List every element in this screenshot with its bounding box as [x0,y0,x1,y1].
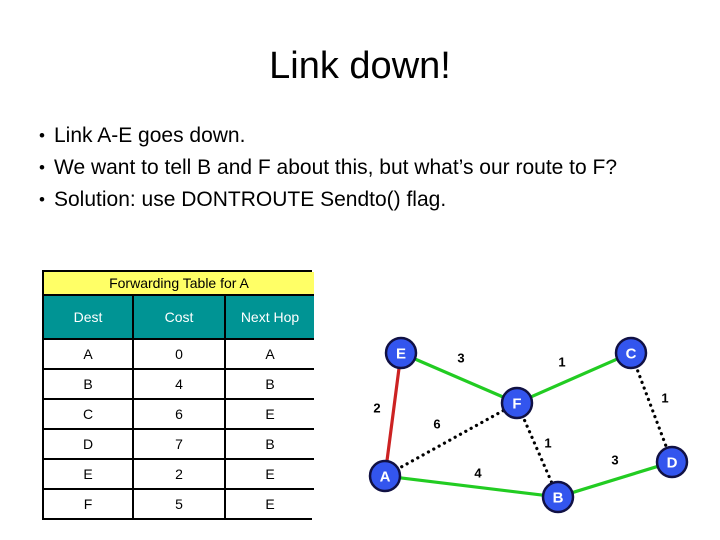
cell-cost: 2 [132,458,226,490]
graph-nodes-layer: E C F D A B [368,336,689,514]
table-row: C 6 E [44,398,314,430]
graph-node-c[interactable]: C [614,336,648,370]
table-row: D 7 B [44,428,314,460]
bullet-text-2: We want to tell B and F about this, but … [54,156,618,179]
cell-dest: F [44,488,134,518]
cell-next-hop: B [224,368,314,400]
cell-cost: 0 [132,338,226,370]
graph-edge-b-d [568,464,662,495]
node-circle-e [384,336,418,370]
cell-cost: 5 [132,488,226,518]
graph-edge-e-f [411,356,507,400]
node-circle-c [614,336,648,370]
graph-edge-a-f [394,407,508,472]
edge-weight-e-f: 3 [457,351,464,366]
node-label-d: D [667,455,678,472]
table-header-row: Dest Cost Next Hop [44,296,314,340]
node-circle-a [368,459,402,493]
node-circle-b [541,480,575,514]
table-row: F 5 E [44,488,314,518]
table-row: B 4 B [44,368,314,400]
edge-weight-a-f: 6 [433,417,440,432]
cell-cost: 7 [132,428,226,460]
cell-next-hop: A [224,338,314,370]
cell-cost: 6 [132,398,226,430]
node-label-a: A [380,469,391,486]
table-row: A 0 A [44,338,314,370]
edge-weight-a-b: 4 [474,466,482,481]
graph-edge-f-c [527,356,621,400]
bullet-marker-icon: • [39,126,45,145]
bullet-marker-icon: • [39,158,45,177]
node-label-f: F [512,396,521,413]
cell-dest: B [44,368,134,400]
bullet-list: • Link A-E goes down. • We want to tell … [30,120,690,216]
cell-next-hop: E [224,398,314,430]
edge-weight-f-c: 1 [558,355,565,370]
graph-edge-a-b [396,475,547,498]
graph-edges-layer [385,356,670,498]
cell-dest: A [44,338,134,370]
bullet-item-3: • Solution: use DONTROUTE Sendto() flag. [30,184,690,215]
graph-edge-c-d [633,363,670,452]
node-circle-f [500,386,534,420]
forwarding-table: Forwarding Table for A Dest Cost Next Ho… [42,270,314,520]
column-header-dest: Dest [44,296,134,340]
edge-weight-a-e: 2 [373,401,380,416]
bullet-text-3: Solution: use DONTROUTE Sendto() flag. [54,188,447,211]
table-row: E 2 E [44,458,314,490]
edge-weight-b-d: 3 [611,453,618,468]
node-label-b: B [553,490,564,507]
edge-weight-f-b: 1 [544,436,551,451]
graph-node-e[interactable]: E [384,336,418,370]
cell-dest: C [44,398,134,430]
node-label-c: C [626,346,637,363]
cell-dest: E [44,458,134,490]
cell-dest: D [44,428,134,460]
cell-next-hop: B [224,428,314,460]
graph-edge-a-e [385,364,401,465]
forwarding-table-caption: Forwarding Table for A [44,272,314,296]
node-label-e: E [396,346,406,363]
column-header-cost: Cost [132,296,226,340]
graph-node-d[interactable]: D [655,445,689,479]
page-title: Link down! [269,45,451,87]
graph-node-a[interactable]: A [368,459,402,493]
node-circle-d [655,445,689,479]
cell-next-hop: E [224,458,314,490]
bullet-marker-icon: • [39,190,45,209]
column-header-next-hop: Next Hop [224,296,314,340]
graph-node-f[interactable]: F [500,386,534,420]
bullet-text-1: Link A-E goes down. [54,124,246,147]
edge-weight-c-d: 1 [661,391,668,406]
cell-next-hop: E [224,488,314,518]
bullet-item-1: • Link A-E goes down. [30,120,690,151]
bullet-item-2: • We want to tell B and F about this, bu… [30,152,690,183]
graph-node-b[interactable]: B [541,480,575,514]
cell-cost: 4 [132,368,226,400]
graph-edge-f-b [520,413,555,487]
